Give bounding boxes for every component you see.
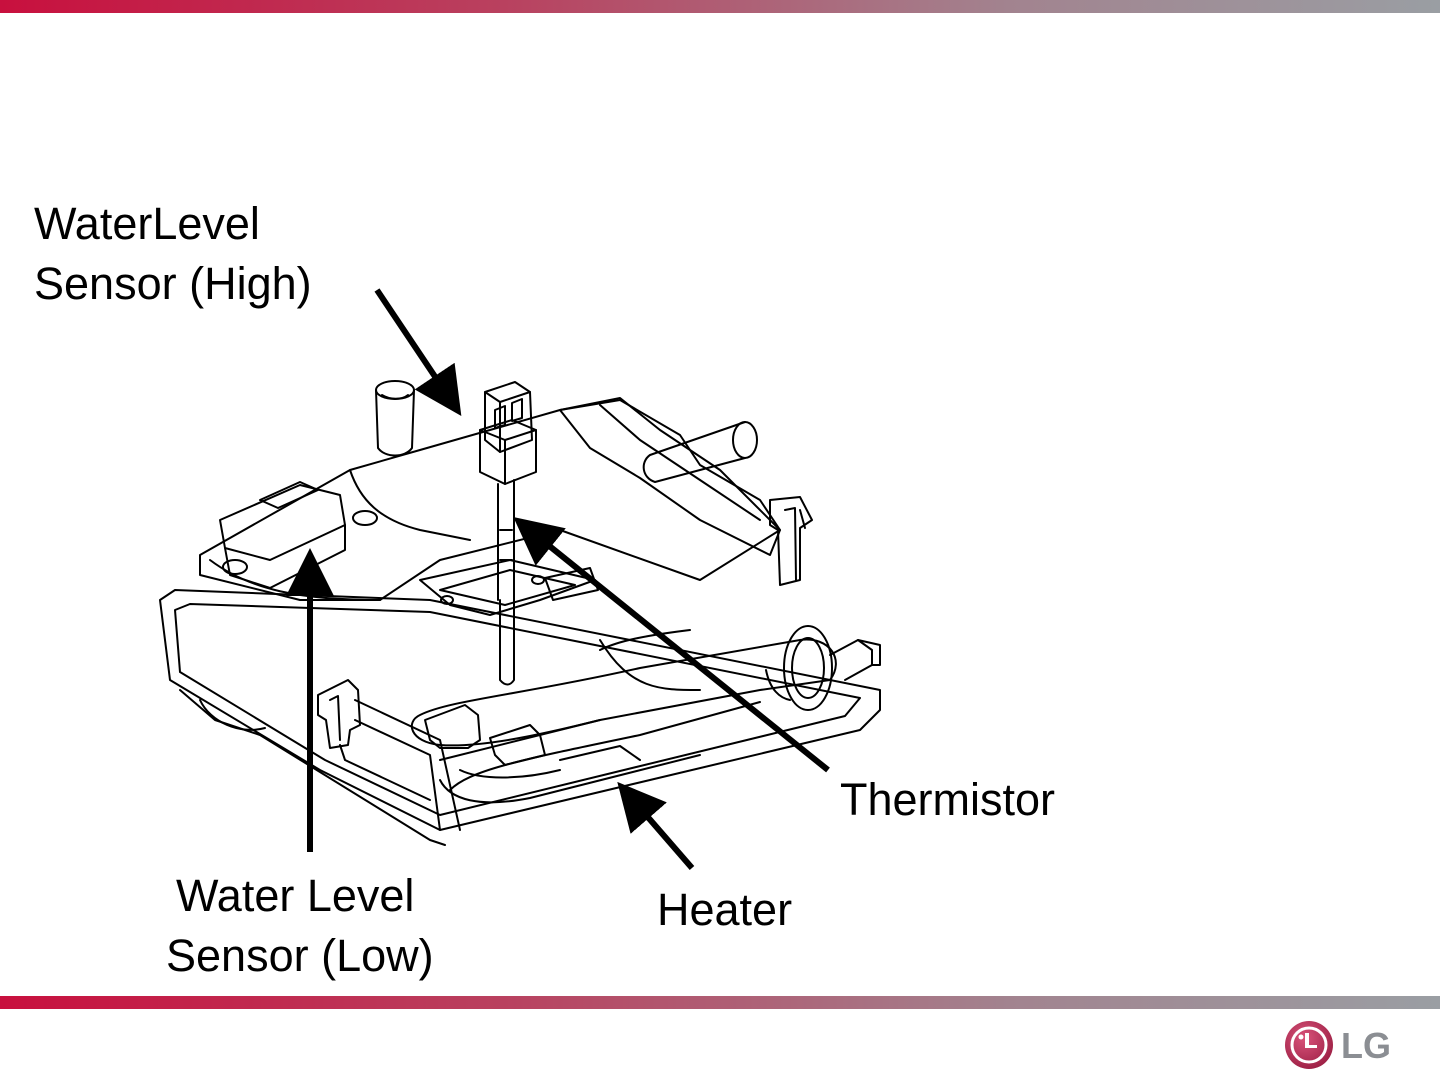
bottom-accent-bar: [0, 996, 1440, 1009]
top-accent-bar: [0, 0, 1440, 13]
label-water-level-sensor-high: WaterLevel Sensor (High): [34, 194, 312, 314]
heater-assembly-drawing: [159, 380, 881, 846]
label-line: Water Level: [176, 870, 415, 921]
label-water-level-sensor-low: Water Level Sensor (Low): [166, 866, 434, 986]
arrow-water-level-high: [374, 288, 462, 416]
label-line: Sensor (High): [34, 258, 312, 309]
lg-logo: LG: [1285, 1021, 1391, 1069]
label-line: WaterLevel: [34, 198, 260, 249]
lg-logo-text: LG: [1341, 1025, 1391, 1066]
label-heater: Heater: [657, 884, 793, 935]
label-thermistor: Thermistor: [840, 774, 1056, 825]
arrow-heater: [617, 781, 695, 870]
label-line: Sensor (Low): [166, 930, 434, 981]
arrow-thermistor: [513, 516, 830, 773]
callout-arrows: [286, 288, 830, 870]
